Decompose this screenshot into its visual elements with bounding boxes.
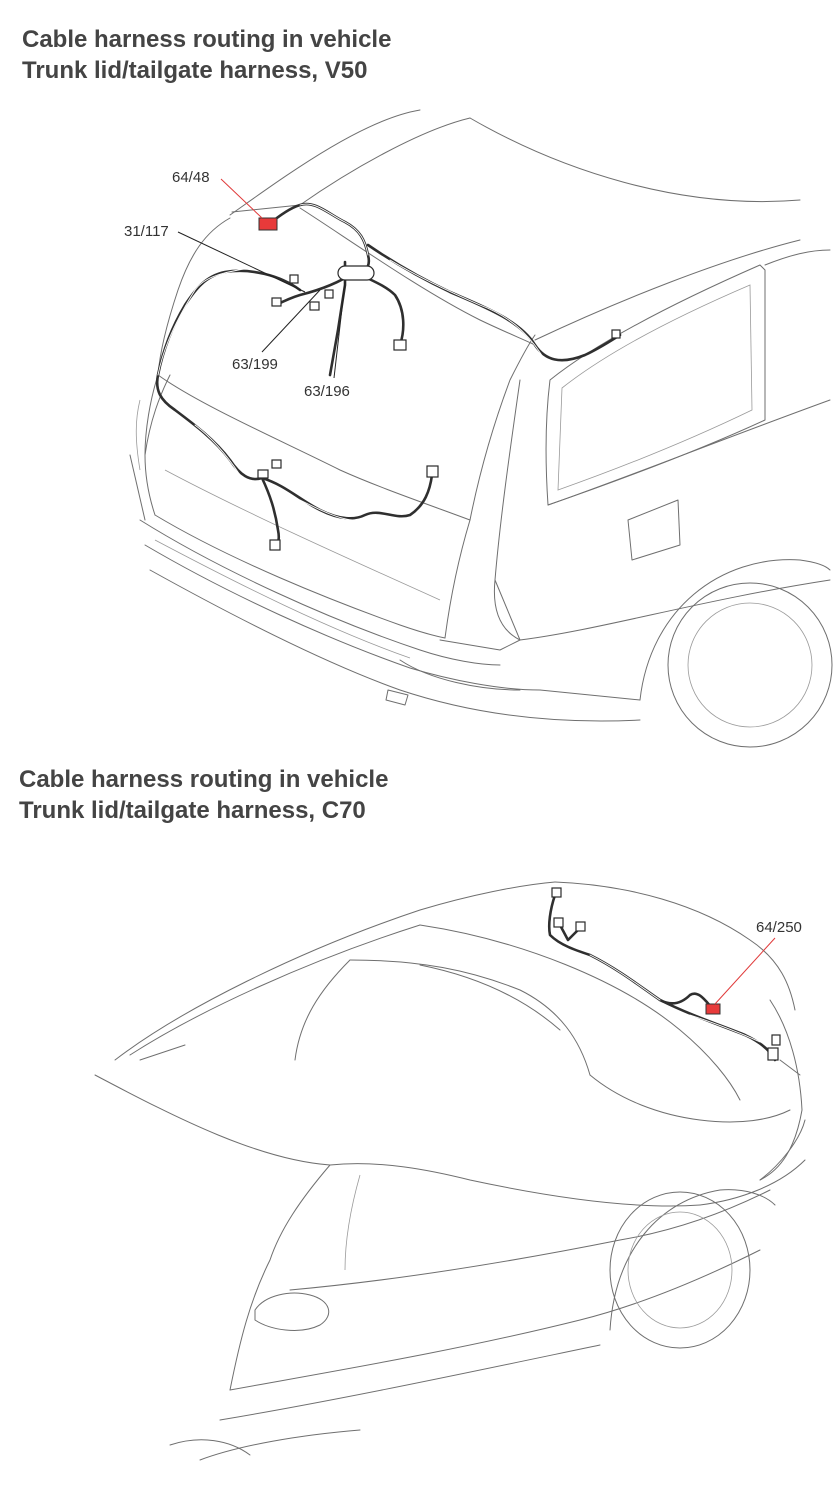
connector-icon: [611, 329, 621, 339]
callout-64-48: 64/48: [172, 169, 210, 186]
c70-title-line-1: Cable harness routing in vehicle: [19, 766, 389, 793]
grommet-icon: [337, 265, 375, 281]
c70-harness-routing: [547, 893, 777, 1062]
leader-line-63-199: [261, 289, 321, 353]
connector-icon: [271, 297, 282, 307]
callout-31-117: 31/117: [124, 223, 169, 240]
v50-diagram-title: Cable harness routing in vehicle Trunk l…: [22, 24, 391, 86]
c70-car-outline: [94, 881, 806, 1461]
leader-line-31-117: [177, 231, 306, 293]
connector-icon: [289, 274, 299, 284]
v50-title-line-2: Trunk lid/tailgate harness, V50: [22, 57, 368, 84]
v50-car-outline: [129, 109, 833, 748]
v50-connectors: [257, 217, 621, 551]
connector-icon: [551, 887, 562, 898]
leader-line-64-250: [714, 937, 776, 1005]
connector-icon: [771, 1034, 781, 1046]
connector-icon: [553, 917, 564, 928]
c70-diagram-title: Cable harness routing in vehicle Trunk l…: [19, 764, 388, 826]
connector-icon: [767, 1047, 779, 1061]
connector-icon: [257, 469, 269, 479]
callout-63-199: 63/199: [232, 356, 278, 373]
highlighted-connector-64-250: [705, 1003, 721, 1015]
connector-icon: [269, 539, 281, 551]
connector-icon: [309, 301, 320, 311]
callout-63-196: 63/196: [304, 383, 350, 400]
leader-line-63-196: [333, 281, 346, 379]
connector-icon: [575, 921, 586, 932]
highlighted-connector-64-48: [258, 217, 278, 231]
v50-callouts: 64/48 31/117 63/199 63/196: [124, 169, 350, 400]
leader-line-64-48: [220, 178, 263, 219]
v50-harness-routing: [155, 202, 622, 550]
c70-connectors: [551, 887, 781, 1061]
callout-64-250: 64/250: [756, 919, 802, 936]
connector-icon: [393, 339, 407, 351]
connector-icon: [271, 459, 282, 469]
c70-title-line-2: Trunk lid/tailgate harness, C70: [19, 797, 366, 824]
connector-icon: [324, 289, 334, 299]
connector-icon: [426, 465, 439, 478]
v50-title-line-1: Cable harness routing in vehicle: [22, 26, 392, 53]
c70-callouts: 64/250: [714, 919, 802, 1005]
